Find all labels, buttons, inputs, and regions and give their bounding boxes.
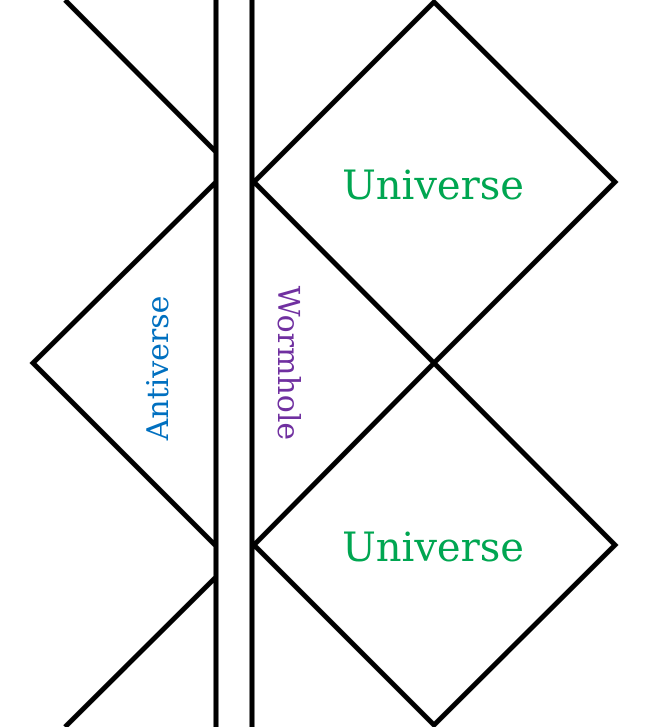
universe-bottom-label: Universe [342, 525, 524, 571]
wormhole-label: Wormhole [270, 285, 305, 441]
antiverse-label: Antiverse [141, 295, 176, 441]
left-top-triangle [63, 0, 218, 154]
left-bottom-triangle [63, 575, 218, 727]
universe-bottom-diamond [250, 359, 619, 727]
antiverse-triangle [29, 180, 218, 548]
universe-top-label: Universe [342, 163, 524, 209]
